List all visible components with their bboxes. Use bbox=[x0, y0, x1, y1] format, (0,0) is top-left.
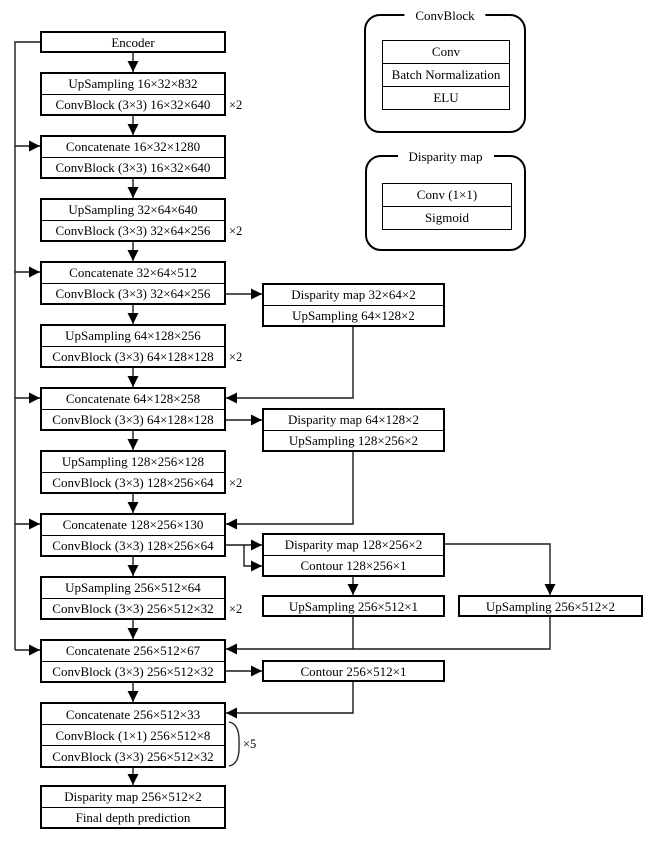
concat-block-2: Concatenate 32×64×512 ConvBlock (3×3) 32… bbox=[40, 261, 226, 305]
concat-block-5: Concatenate 256×512×67 ConvBlock (3×3) 2… bbox=[40, 639, 226, 683]
repeat-brace bbox=[228, 721, 240, 767]
node-row: Concatenate 32×64×512 bbox=[42, 263, 224, 283]
node-row: Disparity map 128×256×2 bbox=[264, 535, 443, 555]
node-row: Encoder bbox=[42, 33, 224, 51]
node-row: UpSampling 128×256×2 bbox=[264, 429, 443, 450]
legend-title: ConvBlock bbox=[404, 7, 486, 24]
to-contour-1-arrow bbox=[243, 545, 262, 572]
upsampling-disparity-box: UpSampling 256×512×2 bbox=[458, 595, 643, 617]
node-row: ConvBlock (3×3) 64×128×128 bbox=[42, 345, 224, 366]
output-block: Disparity map 256×512×2 Final depth pred… bbox=[40, 785, 226, 829]
node-row: UpSampling 16×32×832 bbox=[42, 74, 224, 94]
node-row: Disparity map 256×512×2 bbox=[42, 787, 224, 807]
node-row: ConvBlock (3×3) 16×32×640 bbox=[42, 156, 224, 177]
return-wire-2 bbox=[226, 452, 354, 530]
contour-box: Contour 256×512×1 bbox=[262, 660, 445, 682]
refine-block: Concatenate 256×512×33 ConvBlock (1×1) 2… bbox=[40, 702, 226, 768]
upsample-block-1: UpSampling 16×32×832 ConvBlock (3×3) 16×… bbox=[40, 72, 226, 116]
node-row: Concatenate 256×512×67 bbox=[42, 641, 224, 661]
repeat-x2-label-1: ×2 bbox=[229, 98, 243, 112]
disparity-contour-block: Disparity map 128×256×2 Contour 128×256×… bbox=[262, 533, 445, 577]
repeat-x5-label: ×5 bbox=[243, 737, 257, 751]
node-row: ConvBlock (3×3) 256×512×32 bbox=[42, 745, 224, 766]
node-row: ConvBlock (3×3) 32×64×256 bbox=[42, 282, 224, 303]
node-row: UpSampling 256×512×64 bbox=[42, 578, 224, 598]
node-row: Concatenate 256×512×33 bbox=[42, 704, 224, 724]
node-row: ConvBlock (3×3) 256×512×32 bbox=[42, 660, 224, 681]
node-row: UpSampling 256×512×2 bbox=[460, 597, 641, 615]
legend-row: Batch Normalization bbox=[383, 63, 509, 86]
legend-row: Conv bbox=[383, 41, 509, 63]
concat-block-4: Concatenate 128×256×130 ConvBlock (3×3) … bbox=[40, 513, 226, 557]
upsampling-contour-box: UpSampling 256×512×1 bbox=[262, 595, 445, 617]
repeat-x2-label-5: ×2 bbox=[229, 602, 243, 616]
node-row: UpSampling 128×256×128 bbox=[42, 452, 224, 472]
node-row: UpSampling 64×128×256 bbox=[42, 326, 224, 346]
return-wire-3 bbox=[226, 617, 551, 655]
upsample-block-2: UpSampling 32×64×640 ConvBlock (3×3) 32×… bbox=[40, 198, 226, 242]
disparity-block-1: Disparity map 32×64×2 UpSampling 64×128×… bbox=[262, 283, 445, 327]
node-row: Contour 256×512×1 bbox=[264, 662, 443, 680]
upsample-block-4: UpSampling 128×256×128 ConvBlock (3×3) 1… bbox=[40, 450, 226, 494]
node-row: ConvBlock (1×1) 256×512×8 bbox=[42, 724, 224, 745]
node-row: ConvBlock (3×3) 128×256×64 bbox=[42, 534, 224, 555]
upsample-block-5: UpSampling 256×512×64 ConvBlock (3×3) 25… bbox=[40, 576, 226, 620]
node-row: Disparity map 32×64×2 bbox=[264, 285, 443, 305]
return-wire-4 bbox=[226, 682, 354, 719]
node-row: Disparity map 64×128×2 bbox=[264, 410, 443, 430]
legend-row: Sigmoid bbox=[383, 206, 511, 229]
node-row: ConvBlock (3×3) 128×256×64 bbox=[42, 471, 224, 492]
node-row: ConvBlock (3×3) 64×128×128 bbox=[42, 408, 224, 429]
convblock-legend: ConvBlock Conv Batch Normalization ELU bbox=[364, 7, 526, 133]
node-row: Concatenate 16×32×1280 bbox=[42, 137, 224, 157]
upsample-block-3: UpSampling 64×128×256 ConvBlock (3×3) 64… bbox=[40, 324, 226, 368]
node-row: Final depth prediction bbox=[42, 806, 224, 827]
concat-block-1: Concatenate 16×32×1280 ConvBlock (3×3) 1… bbox=[40, 135, 226, 179]
repeat-x2-label-3: ×2 bbox=[229, 350, 243, 364]
node-row: Concatenate 128×256×130 bbox=[42, 515, 224, 535]
node-row: Contour 128×256×1 bbox=[264, 554, 443, 575]
legend-title: Disparity map bbox=[397, 148, 494, 165]
legend-row: Conv (1×1) bbox=[383, 184, 511, 206]
encoder-box: Encoder bbox=[40, 31, 226, 53]
node-row: ConvBlock (3×3) 16×32×640 bbox=[42, 93, 224, 114]
node-row: UpSampling 64×128×2 bbox=[264, 304, 443, 325]
node-row: UpSampling 256×512×1 bbox=[264, 597, 443, 615]
node-row: ConvBlock (3×3) 32×64×256 bbox=[42, 219, 224, 240]
repeat-x2-label-4: ×2 bbox=[229, 476, 243, 490]
concat-block-3: Concatenate 64×128×258 ConvBlock (3×3) 6… bbox=[40, 387, 226, 431]
legend-row: ELU bbox=[383, 86, 509, 109]
convblock-legend-stack: Conv Batch Normalization ELU bbox=[382, 40, 510, 110]
return-wire-1 bbox=[226, 327, 354, 404]
disparity-legend-stack: Conv (1×1) Sigmoid bbox=[382, 183, 512, 230]
node-row: UpSampling 32×64×640 bbox=[42, 200, 224, 220]
disparity-to-upsampling-wire bbox=[445, 543, 556, 595]
node-row: ConvBlock (3×3) 256×512×32 bbox=[42, 597, 224, 618]
disparity-block-2: Disparity map 64×128×2 UpSampling 128×25… bbox=[262, 408, 445, 452]
disparity-map-legend: Disparity map Conv (1×1) Sigmoid bbox=[365, 148, 526, 251]
skip-trunk-line bbox=[14, 41, 40, 650]
node-row: Concatenate 64×128×258 bbox=[42, 389, 224, 409]
repeat-x2-label-2: ×2 bbox=[229, 224, 243, 238]
